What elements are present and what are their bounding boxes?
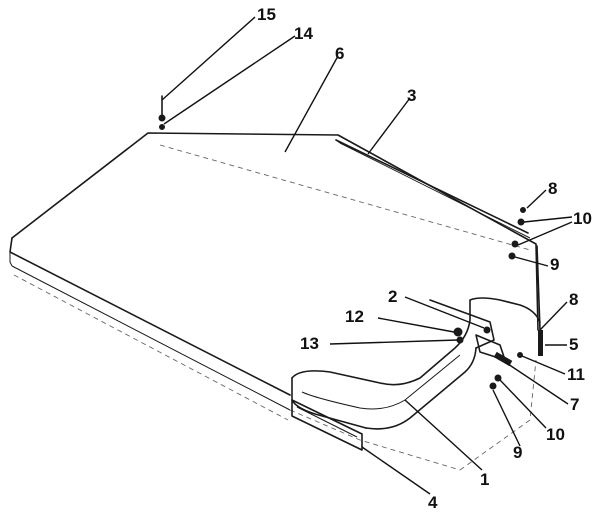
callout-8-bottom: 8 (569, 290, 578, 309)
callout-13: 13 (300, 334, 319, 353)
rail-strip (335, 139, 531, 239)
callout-labels: 15 14 6 3 8 10 9 2 8 12 5 13 11 7 10 9 1… (257, 5, 592, 512)
callout-9-bottom: 9 (513, 443, 522, 462)
callout-11: 11 (567, 365, 585, 384)
callout-9-top: 9 (550, 255, 559, 274)
cushion (291, 297, 541, 451)
hardware (158, 95, 526, 390)
rod-end (538, 330, 543, 356)
callout-10-bottom: 10 (546, 425, 565, 444)
side-rod (536, 245, 543, 356)
callout-15: 15 (257, 5, 276, 24)
callout-1: 1 (480, 470, 489, 489)
callout-12: 12 (345, 307, 364, 326)
callout-5: 5 (569, 335, 578, 354)
callout-6: 6 (335, 44, 344, 63)
callout-8-top: 8 (548, 179, 557, 198)
callout-7: 7 (570, 395, 579, 414)
hinge-bracket (429, 299, 513, 367)
callout-10-top: 10 (573, 209, 592, 228)
callout-4: 4 (428, 493, 438, 512)
callout-3: 3 (407, 86, 416, 105)
leader-lines (161, 16, 573, 495)
top-panel (9, 132, 539, 471)
callout-14: 14 (294, 24, 313, 43)
front-strip (291, 399, 363, 451)
callout-2: 2 (388, 287, 397, 306)
